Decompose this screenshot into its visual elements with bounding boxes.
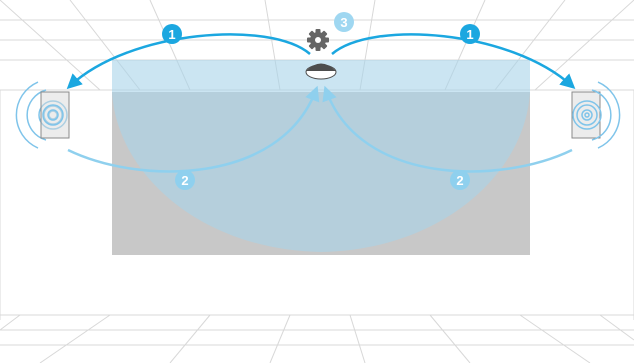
badge-step3-label: 3: [340, 15, 347, 30]
gear-icon: [307, 29, 329, 51]
speaker-icon: [40, 91, 70, 139]
badge-step1-left-label: 1: [168, 27, 175, 42]
coverage-zone: [112, 60, 530, 252]
badge-step2-right-label: 2: [456, 173, 463, 188]
arrow-step1-right: [331, 33, 576, 90]
badge-step2-right: 2: [450, 170, 470, 190]
arrow-step2-right: [322, 85, 573, 173]
badge-step1-right-label: 1: [466, 27, 473, 42]
ceiling-microphone-icon: [305, 63, 337, 80]
badge-step3: 3: [334, 12, 354, 32]
speaker-icon: [571, 91, 601, 139]
arrow-step2-left: [67, 85, 320, 173]
left-speaker: [15, 81, 70, 149]
arrow-step1-left: [66, 33, 311, 90]
badge-step2-left-label: 2: [181, 173, 188, 188]
badge-step1-left: 1: [162, 24, 182, 44]
badge-step1-right: 1: [460, 24, 480, 44]
right-speaker: [571, 81, 621, 149]
badge-step2-left: 2: [175, 170, 195, 190]
